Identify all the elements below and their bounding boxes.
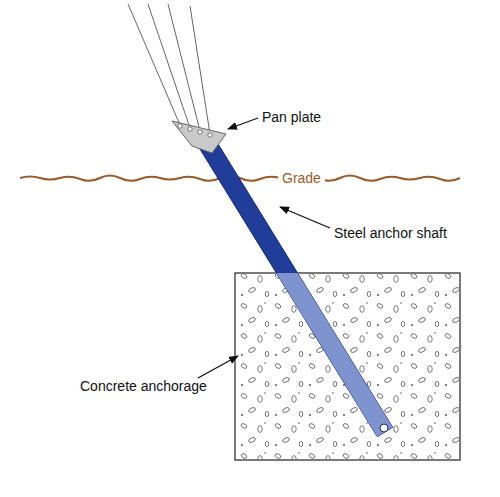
pan-plate bbox=[172, 121, 226, 153]
grade-label: Grade bbox=[278, 170, 325, 186]
part-label: Concrete anchorage bbox=[80, 378, 207, 394]
part-label: Steel anchor shaft bbox=[334, 225, 447, 241]
part-label: Pan plate bbox=[262, 109, 321, 125]
embedded-shaft bbox=[235, 273, 393, 437]
shaft-hole bbox=[380, 424, 388, 432]
tendon-strands bbox=[128, 4, 210, 134]
leader-lines bbox=[198, 118, 330, 378]
steel-shaft bbox=[197, 135, 392, 436]
plate-holes bbox=[178, 124, 212, 137]
